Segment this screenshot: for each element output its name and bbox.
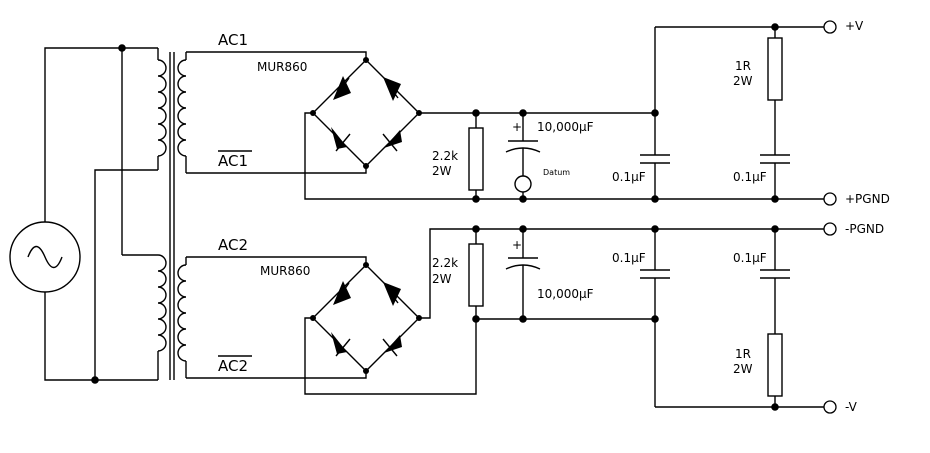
diode-d6 xyxy=(383,282,401,306)
primary-winding-1 xyxy=(157,48,167,170)
diode-d5 xyxy=(333,281,351,305)
label-r-top-power: 2W xyxy=(733,74,753,88)
labels: AC1 AC1 AC2 AC2 MUR860 MUR860 2.2k 2W 2.… xyxy=(218,19,890,414)
label-ac2-bar: AC2 xyxy=(218,357,248,375)
label-out-minus-v: -V xyxy=(845,400,858,414)
transformer-core xyxy=(169,52,175,380)
filter-capacitor-2 xyxy=(505,229,541,319)
bypass-capacitor-c xyxy=(640,229,670,319)
label-cap-small-a: 0.1µF xyxy=(612,170,646,184)
terminal-minus-pgnd xyxy=(823,222,837,236)
diode-d4 xyxy=(382,130,402,152)
label-r-bot-value: 1R xyxy=(735,347,751,361)
label-out-plus-pgnd: +PGND xyxy=(845,192,890,206)
label-r-bleed1-value: 2.2k xyxy=(432,149,458,163)
label-r-top-value: 1R xyxy=(735,59,751,73)
label-ac1: AC1 xyxy=(218,31,248,49)
diode-d2 xyxy=(383,77,401,101)
source-wiring xyxy=(44,47,158,381)
diode-d1 xyxy=(333,76,351,100)
bypass-capacitor-a xyxy=(640,113,670,199)
output-filter-bottom xyxy=(760,229,790,407)
transformer xyxy=(157,48,187,380)
label-cap-big1: 10,000µF xyxy=(537,120,594,134)
output-filter-top xyxy=(760,27,790,199)
filter-capacitor-1 xyxy=(505,113,541,199)
diode-d7 xyxy=(331,332,351,357)
rail1-wiring xyxy=(304,26,830,200)
bleed-resistor-2 xyxy=(468,229,484,319)
primary-winding-2 xyxy=(157,254,167,380)
label-cap-small-c: 0.1µF xyxy=(612,251,646,265)
label-r-bot-power: 2W xyxy=(733,362,753,376)
label-datum: Datum xyxy=(543,168,570,177)
label-plus-sign-2: + xyxy=(512,238,522,252)
label-out-plus-v: +V xyxy=(845,19,864,33)
label-r-bleed2-power: 2W xyxy=(432,272,452,286)
label-cap-big2: 10,000µF xyxy=(537,287,594,301)
label-bridge1: MUR860 xyxy=(257,60,307,74)
label-out-minus-pgnd: -PGND xyxy=(845,222,884,236)
bridge-rectifier-2 xyxy=(312,264,420,372)
output-terminals xyxy=(823,20,837,414)
secondary-winding-1 xyxy=(177,52,187,173)
label-bridge2: MUR860 xyxy=(260,264,310,278)
rail2-wiring xyxy=(304,228,830,408)
junction-dots xyxy=(91,23,779,411)
bridge-rectifier-1 xyxy=(312,59,420,167)
label-ac2: AC2 xyxy=(218,236,248,254)
terminal-plus-pgnd xyxy=(823,192,837,206)
label-r-bleed2-value: 2.2k xyxy=(432,256,458,270)
label-plus-sign-1: + xyxy=(512,120,522,134)
label-r-bleed1-power: 2W xyxy=(432,164,452,178)
terminal-plus-v xyxy=(823,20,837,34)
ac-source xyxy=(9,221,81,293)
terminal-minus-v xyxy=(823,400,837,414)
diode-d8 xyxy=(382,335,402,357)
label-cap-small-d: 0.1µF xyxy=(733,251,767,265)
label-ac1-bar: AC1 xyxy=(218,152,248,170)
label-cap-small-b: 0.1µF xyxy=(733,170,767,184)
secondary-winding-2 xyxy=(177,257,187,378)
bleed-resistor-1 xyxy=(468,113,484,199)
diode-d3 xyxy=(331,127,351,152)
